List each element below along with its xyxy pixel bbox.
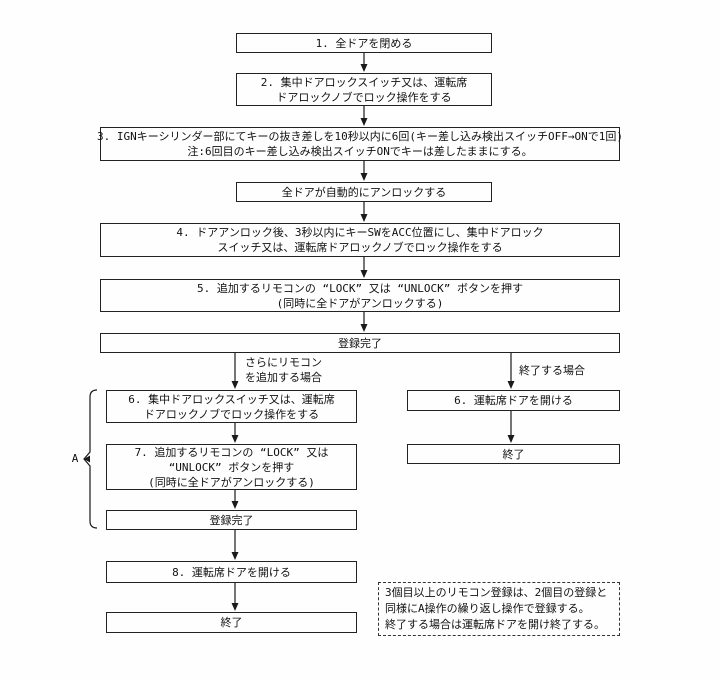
- node-text: 登録完了: [338, 336, 382, 350]
- node-text: スイッチ又は、運転席ドアロックノブでロック操作をする: [217, 241, 503, 254]
- flow-node-step6-right: 6. 運転席ドアを開ける: [407, 390, 620, 411]
- note-text: 同様にA操作の繰り返し操作で登録する。: [385, 602, 590, 615]
- node-text: 注:6回目のキー差し込み検出スイッチONでキーは差したままにする。: [187, 145, 533, 158]
- flow-node-auto-unlock: 全ドアが自動的にアンロックする: [236, 182, 492, 202]
- flow-node-step7-left: 7. 追加するリモコンの “LOCK” 又は “UNLOCK” ボタンを押す (…: [106, 444, 357, 490]
- node-text: 終了: [502, 447, 525, 461]
- flow-node-registration-complete-main: 登録完了: [100, 333, 620, 353]
- node-text: 6. 運転席ドアを開ける: [454, 394, 573, 407]
- node-text: (同時に全ドアがアンロックする): [148, 475, 315, 489]
- node-text: ドアロックノブでロック操作をする: [276, 90, 452, 104]
- node-text: 3. IGNキーシリンダー部にてキーの抜き差しを10秒以内に6回(キー差し込み検…: [97, 130, 623, 143]
- note-box: 3個目以上のリモコン登録は、2個目の登録と 同様にA操作の繰り返し操作で登録する…: [378, 582, 620, 636]
- flow-node-registration-complete-left: 登録完了: [106, 510, 357, 530]
- flow-node-end-left: 終了: [106, 612, 357, 633]
- node-text: 8. 運転席ドアを開ける: [172, 565, 291, 579]
- flow-node-step5: 5. 追加するリモコンの “LOCK” 又は “UNLOCK” ボタンを押す (…: [100, 279, 620, 312]
- branch-label-text: さらにリモコン: [245, 356, 322, 369]
- flow-node-step6-left: 6. 集中ドアロックスイッチ又は、運転席 ドアロックノブでロック操作をする: [106, 390, 357, 423]
- flow-node-step3: 3. IGNキーシリンダー部にてキーの抜き差しを10秒以内に6回(キー差し込み検…: [97, 127, 623, 161]
- node-text: 1. 全ドアを閉める: [315, 36, 413, 50]
- note-text: 終了する場合は運転席ドアを開け終了する。: [385, 618, 605, 631]
- node-text: 7. 追加するリモコンの “LOCK” 又は: [134, 445, 329, 459]
- node-text: 2. 集中ドアロックスイッチ又は、運転席: [260, 75, 468, 89]
- node-text: 終了: [220, 616, 243, 629]
- bracket-a-label: A: [71, 452, 79, 465]
- branch-label-text: 終了する場合: [519, 364, 585, 377]
- flow-node-step8-left: 8. 運転席ドアを開ける: [106, 561, 357, 583]
- flow-node-step1: 1. 全ドアを閉める: [236, 33, 492, 53]
- node-text: ドアロックノブでロック操作をする: [143, 407, 320, 421]
- node-text: 6. 集中ドアロックスイッチ又は、運転席: [128, 392, 335, 406]
- branch-label-add-more: さらにリモコン を追加する場合: [245, 355, 322, 385]
- node-text: 5. 追加するリモコンの “LOCK” 又は “UNLOCK” ボタンを押す: [196, 281, 524, 295]
- flow-node-end-right: 終了: [407, 444, 620, 464]
- bracket-a: [83, 389, 98, 529]
- branch-label-finish: 終了する場合: [519, 363, 585, 378]
- node-text: 登録完了: [209, 513, 254, 527]
- branch-label-text: を追加する場合: [245, 371, 322, 384]
- node-text: 4. ドアアンロック後、3秒以内にキーSWをACC位置にし、集中ドアロック: [176, 226, 544, 239]
- node-text: 全ドアが自動的にアンロックする: [281, 185, 447, 199]
- node-text: “UNLOCK” ボタンを押す: [168, 460, 295, 474]
- connector-lines: [234, 53, 512, 605]
- node-text: (同時に全ドアがアンロックする): [276, 296, 444, 310]
- flow-node-step4: 4. ドアアンロック後、3秒以内にキーSWをACC位置にし、集中ドアロック スイ…: [100, 223, 620, 257]
- note-text: 3個目以上のリモコン登録は、2個目の登録と: [385, 586, 608, 599]
- flow-node-step2: 2. 集中ドアロックスイッチ又は、運転席 ドアロックノブでロック操作をする: [236, 73, 492, 106]
- connector-arrowheads: [231, 64, 515, 611]
